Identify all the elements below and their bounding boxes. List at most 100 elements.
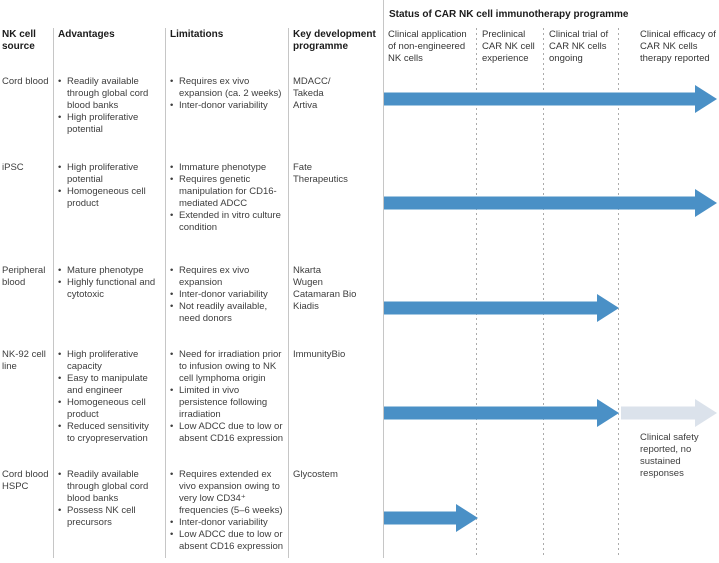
limitation-text: Need for irradiation prior to infusion o… <box>179 349 282 384</box>
row-source-label: Cord blood HSPC <box>2 469 49 492</box>
status-progress-arrow <box>384 294 619 322</box>
programme-line: Nkarta <box>293 265 321 276</box>
status-column-clinical-trial: Clinical trial of CAR NK cells ongoing <box>549 29 609 64</box>
advantage-item: • Possess NK cell precursors <box>58 505 159 529</box>
limitation-item: •Need for irradiation prior to infusion … <box>170 349 285 385</box>
column-divider <box>288 28 289 558</box>
limitation-item: •Low ADCC due to low or absent CD16 expr… <box>170 421 285 445</box>
status-progress-arrow <box>384 399 619 427</box>
limitation-text: Not readily available, need donors <box>179 300 268 324</box>
limitation-cell: • Requires extended ex vivo expansion owi… <box>170 469 285 553</box>
programme-line: Wugen <box>293 276 323 288</box>
column-divider <box>53 28 54 558</box>
advantage-text: Readily available through global cord bl… <box>67 469 149 504</box>
bullet-icon: • <box>170 469 174 480</box>
bullet-icon: • <box>170 384 174 396</box>
advantage-item: •Homogeneous cell product <box>58 397 159 421</box>
status-progress-arrow <box>384 189 717 217</box>
programme-line: Catamaran Bio <box>293 288 357 300</box>
limitation-cell: • Need for irradiation prior to infusion … <box>170 349 285 445</box>
status-dashed-divider <box>618 28 619 558</box>
limitation-item: • Low ADCC due to low or absent CD16 expr… <box>170 529 285 553</box>
programme-line: Kiadis <box>293 300 319 312</box>
bullet-icon: • <box>58 265 62 276</box>
advantage-cell: •Readily available through global cord b… <box>58 76 159 136</box>
row-source-label: NK-92 cell line <box>2 349 46 372</box>
programme-line: Glycostem <box>293 469 338 480</box>
status-column-clinical-efficacy: Clinical efficacy of CAR NK cells therap… <box>640 29 716 64</box>
advantage-item: • High proliferative potential <box>58 112 159 136</box>
advantage-text: High proliferative potential <box>67 111 139 135</box>
limitation-cell: •Requires ex vivo expansion (ca. 2 weeks… <box>170 76 285 112</box>
status-dashed-divider <box>476 28 477 558</box>
header-key-development-programme: Key development programme <box>293 29 376 53</box>
advantage-text: High proliferative potential <box>67 162 139 185</box>
advantage-item: • Easy to manipulate and engineer <box>58 373 159 397</box>
status-faded-arrow <box>621 399 717 427</box>
advantage-item: •High proliferative capacity <box>58 349 159 373</box>
bullet-icon: • <box>170 300 174 312</box>
status-section-divider <box>383 0 384 558</box>
bullet-icon: • <box>170 99 174 111</box>
limitation-cell: •Requires ex vivo expansion•Inter-donor … <box>170 265 285 325</box>
row-source-label: iPSC <box>2 162 24 173</box>
limitation-text: Inter-donor variability <box>179 516 268 528</box>
limitation-text: Requires extended ex vivo expansion owin… <box>179 469 283 516</box>
status-progress-arrow <box>384 85 717 113</box>
advantage-text: Easy to manipulate and engineer <box>67 372 148 396</box>
column-divider <box>165 28 166 558</box>
programme-line: Takeda <box>293 87 324 99</box>
advantage-text: High proliferative capacity <box>67 349 139 372</box>
limitation-item: •Requires ex vivo expansion <box>170 265 285 289</box>
status-column-preclinical: Preclinical CAR NK cell experience <box>482 29 535 64</box>
bullet-icon: • <box>170 288 174 300</box>
bullet-icon: • <box>58 469 62 480</box>
bullet-icon: • <box>170 173 174 185</box>
bullet-icon: • <box>170 265 174 276</box>
bullet-icon: • <box>170 76 174 87</box>
limitation-item: •Extended in vitro culture condition <box>170 210 285 234</box>
bullet-icon: • <box>58 162 62 173</box>
bullet-icon: • <box>170 420 174 432</box>
advantage-item: • Reduced sensitivity to cryopreservation <box>58 421 159 445</box>
programme-cell: ImmunityBio <box>293 349 381 361</box>
bullet-icon: • <box>58 372 62 384</box>
programme-line: Fate <box>293 162 313 173</box>
programme-cell: Glycostem <box>293 469 381 481</box>
status-progress-arrow <box>384 504 478 532</box>
bullet-icon: • <box>58 504 62 516</box>
row-source-label: Peripheral blood <box>2 265 46 288</box>
header-advantages: Advantages <box>58 29 115 40</box>
programme-line: Artiva <box>293 99 318 111</box>
bullet-icon: • <box>58 420 62 432</box>
limitation-text: Low ADCC due to low or absent CD16 expre… <box>179 528 284 552</box>
advantage-item: •Highly functional and cytotoxic <box>58 277 159 301</box>
status-column-clinical-application: Clinical application of non-engineered N… <box>388 29 467 64</box>
limitation-text: Inter-donor variability <box>179 99 268 111</box>
bullet-icon: • <box>58 76 62 87</box>
advantage-text: Reduced sensitivity to cryopreservation <box>67 420 149 444</box>
limitation-item: • Requires genetic manipulation for CD16-… <box>170 174 285 210</box>
bullet-icon: • <box>170 528 174 540</box>
limitation-item: •Requires ex vivo expansion (ca. 2 weeks… <box>170 76 285 100</box>
limitation-text: Immature phenotype <box>179 162 267 173</box>
limitation-text: Requires genetic manipulation for CD16-m… <box>179 173 277 209</box>
header-nk-cell-source: NK cell source <box>2 29 36 53</box>
bullet-icon: • <box>58 111 62 123</box>
limitation-item: •Inter-donor variability <box>170 517 285 529</box>
limitation-text: Extended in vitro culture condition <box>179 209 281 233</box>
advantage-item: •Mature phenotype <box>58 265 159 277</box>
bullet-icon: • <box>58 185 62 197</box>
advantage-item: • High proliferative potential <box>58 162 159 186</box>
limitation-item: • Not readily available, need donors <box>170 301 285 325</box>
advantage-cell: • Readily available through global cord b… <box>58 469 159 529</box>
advantage-item: •Readily available through global cord b… <box>58 76 159 112</box>
limitation-item: •Inter-donor variability <box>170 289 285 301</box>
advantage-cell: •High proliferative potential•Homogeneou… <box>58 162 159 210</box>
limitation-cell: • Immature phenotype• Requires genetic man… <box>170 162 285 234</box>
advantage-text: Possess NK cell precursors <box>67 504 136 528</box>
